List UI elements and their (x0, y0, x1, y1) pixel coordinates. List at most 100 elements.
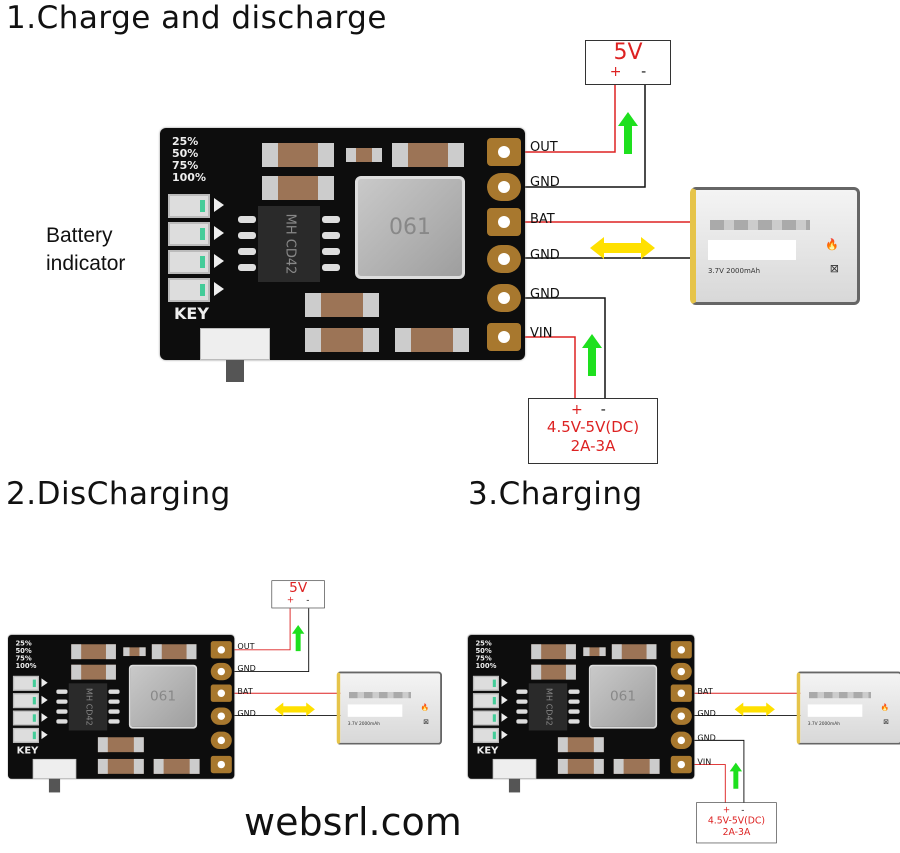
capacitor (531, 664, 576, 680)
pin-label-gnd: GND (237, 709, 256, 719)
inductor: 061 (355, 176, 465, 279)
capacitor (262, 176, 334, 200)
output-voltage: 5V (613, 40, 643, 65)
pin-label-vin: VIN (697, 757, 712, 768)
led-arrow-icon (214, 282, 224, 296)
recycle-bin-icon: ⊠ (829, 262, 839, 275)
input-current: 2A-3A (570, 437, 616, 455)
led-2 (12, 693, 39, 709)
capacitor (71, 664, 116, 680)
pin-label-bat: BAT (697, 687, 713, 697)
led-arrow-icon (501, 730, 508, 740)
flame-icon: 🔥 (880, 703, 889, 712)
input-voltage: 4.5V-5V(DC) (546, 418, 640, 436)
wiring (507, 82, 705, 400)
bidirectional-arrow-icon (590, 237, 655, 259)
charging-diagram: 25% 50% 75% 100% MH CD42 061 KEY BA (369, 556, 900, 853)
pin-label-gnd: GND (697, 733, 716, 743)
battery-spec: 3.7V 2000mAh (708, 267, 761, 275)
capacitor (151, 644, 197, 660)
watermark: websrl.com (244, 800, 462, 844)
key-switch (200, 328, 270, 360)
level-50: 50% (172, 147, 199, 160)
led-arrow-icon (501, 695, 508, 705)
pin-label-bat: BAT (237, 687, 253, 697)
switch-knob (48, 778, 61, 793)
level-75: 75% (475, 654, 492, 663)
input-current: 2A-3A (722, 826, 751, 838)
pad-gnd (487, 173, 521, 201)
input-power-box: + - 4.5V-5V(DC) 2A-3A (528, 398, 658, 464)
switch-knob (226, 360, 244, 382)
level-75: 75% (15, 654, 32, 663)
out-wires (223, 606, 310, 673)
wiring (223, 606, 346, 717)
level-75: 75% (172, 159, 199, 172)
output-5v-box: 5V + - (585, 40, 671, 85)
battery-spec: 3.7V 2000mAh (807, 721, 841, 727)
input-minus: - (600, 402, 606, 418)
vin-ground-wire (507, 297, 606, 400)
led-2 (168, 222, 210, 246)
pad-out (670, 641, 692, 659)
pad-out (487, 138, 521, 166)
wiring (683, 692, 806, 804)
ic-chip: MH CD42 (258, 206, 320, 282)
pin-label-vin: VIN (530, 326, 553, 341)
level-100: 100% (475, 661, 497, 670)
input-minus: - (741, 804, 745, 815)
title-discharging: 2.DisCharging (6, 476, 231, 512)
out-positive-wire (507, 82, 616, 153)
led-1 (168, 194, 210, 218)
pin-label-gnd: GND (237, 664, 256, 674)
key-label: KEY (174, 304, 209, 323)
led-arrow-icon (501, 678, 508, 688)
pad-gnd (487, 284, 521, 312)
charge-discharge-diagram: 25% 50% 75% 100% MH CD42 061 KEY Battery… (0, 0, 900, 480)
led-3 (12, 710, 39, 726)
battery-spec: 3.7V 2000mAh (347, 721, 381, 727)
output-arrow-icon (291, 625, 305, 652)
inductor: 061 (128, 664, 198, 729)
out-ground-wire (507, 82, 646, 188)
ic-chip: MH CD42 (68, 683, 108, 731)
output-minus: - (306, 595, 310, 606)
led-arrow-icon (214, 226, 224, 240)
output-5v-box: 5V + - (271, 580, 325, 609)
vin-positive-wire (507, 336, 576, 400)
led-3 (472, 710, 499, 726)
output-minus: - (641, 64, 647, 80)
resistor (123, 647, 146, 657)
capacitor (97, 737, 144, 753)
pad-bat (670, 684, 692, 702)
pad-bat (210, 684, 232, 702)
pin-label-out: OUT (237, 642, 255, 652)
capacitor (392, 143, 464, 167)
led-4 (12, 727, 39, 743)
discharging-diagram: 25% 50% 75% 100% MH CD42 061 KEY OUT GN (0, 556, 467, 853)
pad-gnd (670, 707, 692, 725)
pad-vin (670, 755, 692, 774)
key-label: KEY (16, 744, 39, 756)
capacitor (531, 644, 576, 660)
lipo-battery: 3.7V 2000mAh 🔥 ⊠ (796, 671, 900, 745)
flame-icon: 🔥 (420, 703, 429, 712)
level-50: 50% (15, 646, 32, 655)
charger-module-board: 25% 50% 75% 100% MH CD42 061 KEY (8, 634, 235, 793)
out-wires (507, 82, 646, 188)
pad-gnd (210, 731, 232, 750)
vin-wires (507, 297, 606, 400)
pin-label-gnd: GND (530, 287, 560, 302)
pad-gnd (670, 731, 692, 750)
resistor (583, 647, 606, 657)
level-25: 25% (172, 135, 199, 148)
input-voltage: 4.5V-5V(DC) (707, 814, 766, 826)
switch-knob (508, 778, 521, 793)
capacitor (557, 737, 604, 753)
pad-gnd (670, 662, 692, 681)
output-plus: + (609, 64, 622, 80)
bidirectional-arrow-icon (274, 702, 315, 717)
title-charging: 3.Charging (468, 476, 643, 512)
level-25: 25% (475, 639, 492, 648)
pad-gnd (487, 245, 521, 273)
